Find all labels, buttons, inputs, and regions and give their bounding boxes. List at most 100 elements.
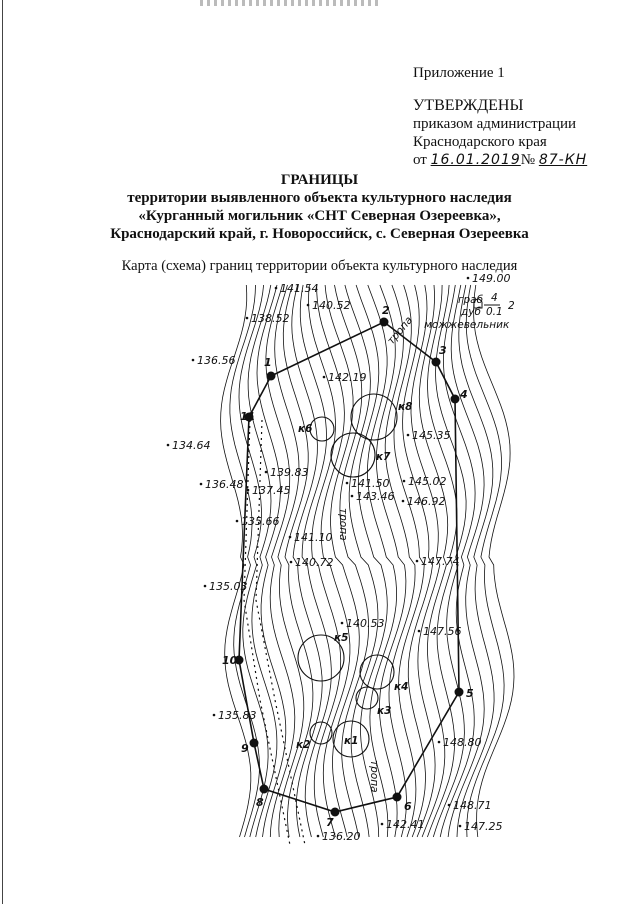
legend-fraction-bottom: 0.1 <box>486 306 503 318</box>
legend: граб дуб можжевельник 4 0.1 2 <box>424 292 515 331</box>
elevation-dot <box>264 470 268 474</box>
elevation-dot <box>402 479 406 483</box>
trail-label: тропа <box>337 508 349 541</box>
elevation-dot <box>246 488 250 492</box>
contour-line <box>456 284 495 838</box>
elevation-marks: 149.00141.54140.52138.52136.56142.19134.… <box>166 272 511 843</box>
elevation-label: 141.10 <box>294 531 333 544</box>
elevation-label: 134.64 <box>172 439 211 452</box>
boundary-point-6 <box>392 792 402 802</box>
elevation-dot <box>350 494 354 498</box>
contour-line <box>375 284 407 838</box>
kurgan-circle <box>309 721 333 745</box>
contour-line <box>291 284 323 838</box>
elevation-label: 143.46 <box>356 490 395 503</box>
boundary-point-11 <box>244 412 254 422</box>
boundary-point-8 <box>259 784 269 794</box>
kurgan-label: к2 <box>296 739 310 751</box>
elevation-label: 147.56 <box>423 625 462 638</box>
elevation-label: 140.72 <box>295 556 334 569</box>
elevation-label: 138.52 <box>251 312 290 325</box>
boundary-point-label: 5 <box>466 687 474 700</box>
contour-lines <box>220 284 515 846</box>
elevation-label: 147.25 <box>464 820 503 833</box>
contour-line <box>355 284 388 838</box>
boundary-point-4 <box>450 394 460 404</box>
boundary-point-5 <box>454 687 464 697</box>
kurgan-label: к1 <box>344 735 358 747</box>
boundary-point-label: 9 <box>241 742 249 755</box>
contour-line <box>366 284 398 838</box>
contour-line <box>334 284 370 838</box>
order-number: 87-КН <box>538 152 588 168</box>
elevation-dot <box>166 443 170 447</box>
elevation-dot <box>340 621 344 625</box>
contour-line <box>256 284 287 838</box>
contour-line <box>344 284 379 838</box>
boundary-point-label: 10 <box>222 654 238 667</box>
elevation-dot <box>274 286 278 290</box>
boundary-point-label: 2 <box>382 304 390 317</box>
kurgan-circle <box>332 720 370 758</box>
boundary-point-7 <box>330 807 340 817</box>
legend-juniper: можжевельник <box>424 319 510 331</box>
kurgan-circle <box>355 686 379 710</box>
elevation-dot <box>316 834 320 838</box>
kurgan-label: к4 <box>394 681 408 693</box>
contour-line <box>410 284 441 838</box>
elevation-label: 135.03 <box>209 580 248 593</box>
contour-line <box>393 284 425 838</box>
annex-label: Приложение 1 <box>413 65 505 81</box>
elevation-dot <box>245 316 249 320</box>
kurgan-circle <box>309 416 335 442</box>
boundary-point-2 <box>379 317 389 327</box>
elevation-dot <box>458 824 462 828</box>
contour-line <box>447 284 485 838</box>
elevation-label: 136.56 <box>197 354 236 367</box>
contour-line <box>247 284 278 838</box>
contour-line <box>473 284 515 838</box>
elevation-label: 141.50 <box>351 477 390 490</box>
elevation-dot <box>203 584 207 588</box>
doc-subtitle-1: территории выявленного объекта культурно… <box>127 190 512 206</box>
elevation-dot <box>288 535 292 539</box>
contour-line <box>384 284 416 838</box>
elevation-label: 142.41 <box>386 818 425 831</box>
number-prefix: № <box>520 152 536 168</box>
kurgan-circle <box>297 634 345 682</box>
elevation-label: 135.66 <box>241 515 280 528</box>
contour-line <box>308 284 342 838</box>
elevation-label: 137.45 <box>252 484 291 497</box>
date-prefix: от <box>413 152 427 168</box>
boundary-point-label: 6 <box>404 800 412 813</box>
boundary-point-label: 1 <box>264 356 272 369</box>
elevation-dot <box>289 560 293 564</box>
scan-artifact <box>200 0 380 6</box>
elevation-dot <box>306 303 310 307</box>
elevation-dot <box>191 358 195 362</box>
elevation-dot <box>380 822 384 826</box>
elevation-dot <box>235 519 239 523</box>
elevation-dot <box>401 499 405 503</box>
kurgan-circle <box>350 393 398 441</box>
elevation-label: 141.54 <box>280 282 319 295</box>
order-line-1: приказом администрации <box>413 116 577 132</box>
kurgan-circle <box>330 432 376 478</box>
boundary-point-label: 11 <box>240 410 255 423</box>
trail-label: тропа <box>368 760 380 793</box>
elevation-label: 136.48 <box>205 478 244 491</box>
doc-subtitle-3: Краснодарский край, г. Новороссийск, с. … <box>110 226 529 242</box>
legend-hornbeam: граб <box>458 294 484 306</box>
contour-line <box>427 284 458 838</box>
contour-line <box>465 284 505 838</box>
elevation-label: 146.92 <box>407 495 446 508</box>
contour-line <box>220 284 252 838</box>
kurgan-label: к3 <box>377 705 391 717</box>
elevation-label: 145.02 <box>408 475 447 488</box>
contour-line <box>402 284 433 838</box>
contour-line <box>238 284 269 838</box>
boundary-point-label: 7 <box>326 816 334 829</box>
elevation-label: 140.52 <box>312 299 351 312</box>
